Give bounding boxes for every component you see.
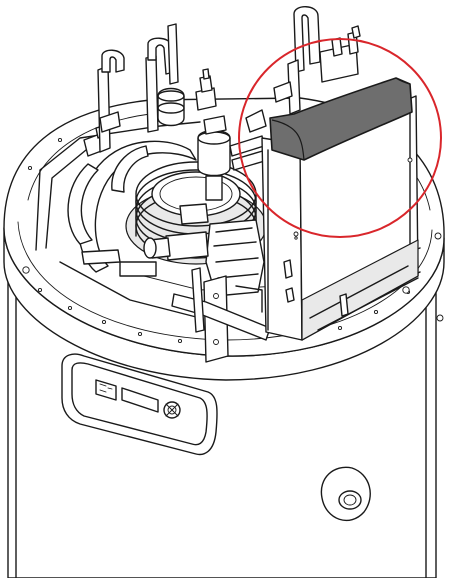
control-panel xyxy=(61,353,218,456)
refrigerant-pipes xyxy=(67,6,321,277)
drain-fitting xyxy=(320,466,371,522)
electronics-cover xyxy=(269,77,413,161)
support-bracket xyxy=(171,267,271,363)
highlight-circle xyxy=(238,38,442,238)
rim-screws xyxy=(22,137,444,344)
